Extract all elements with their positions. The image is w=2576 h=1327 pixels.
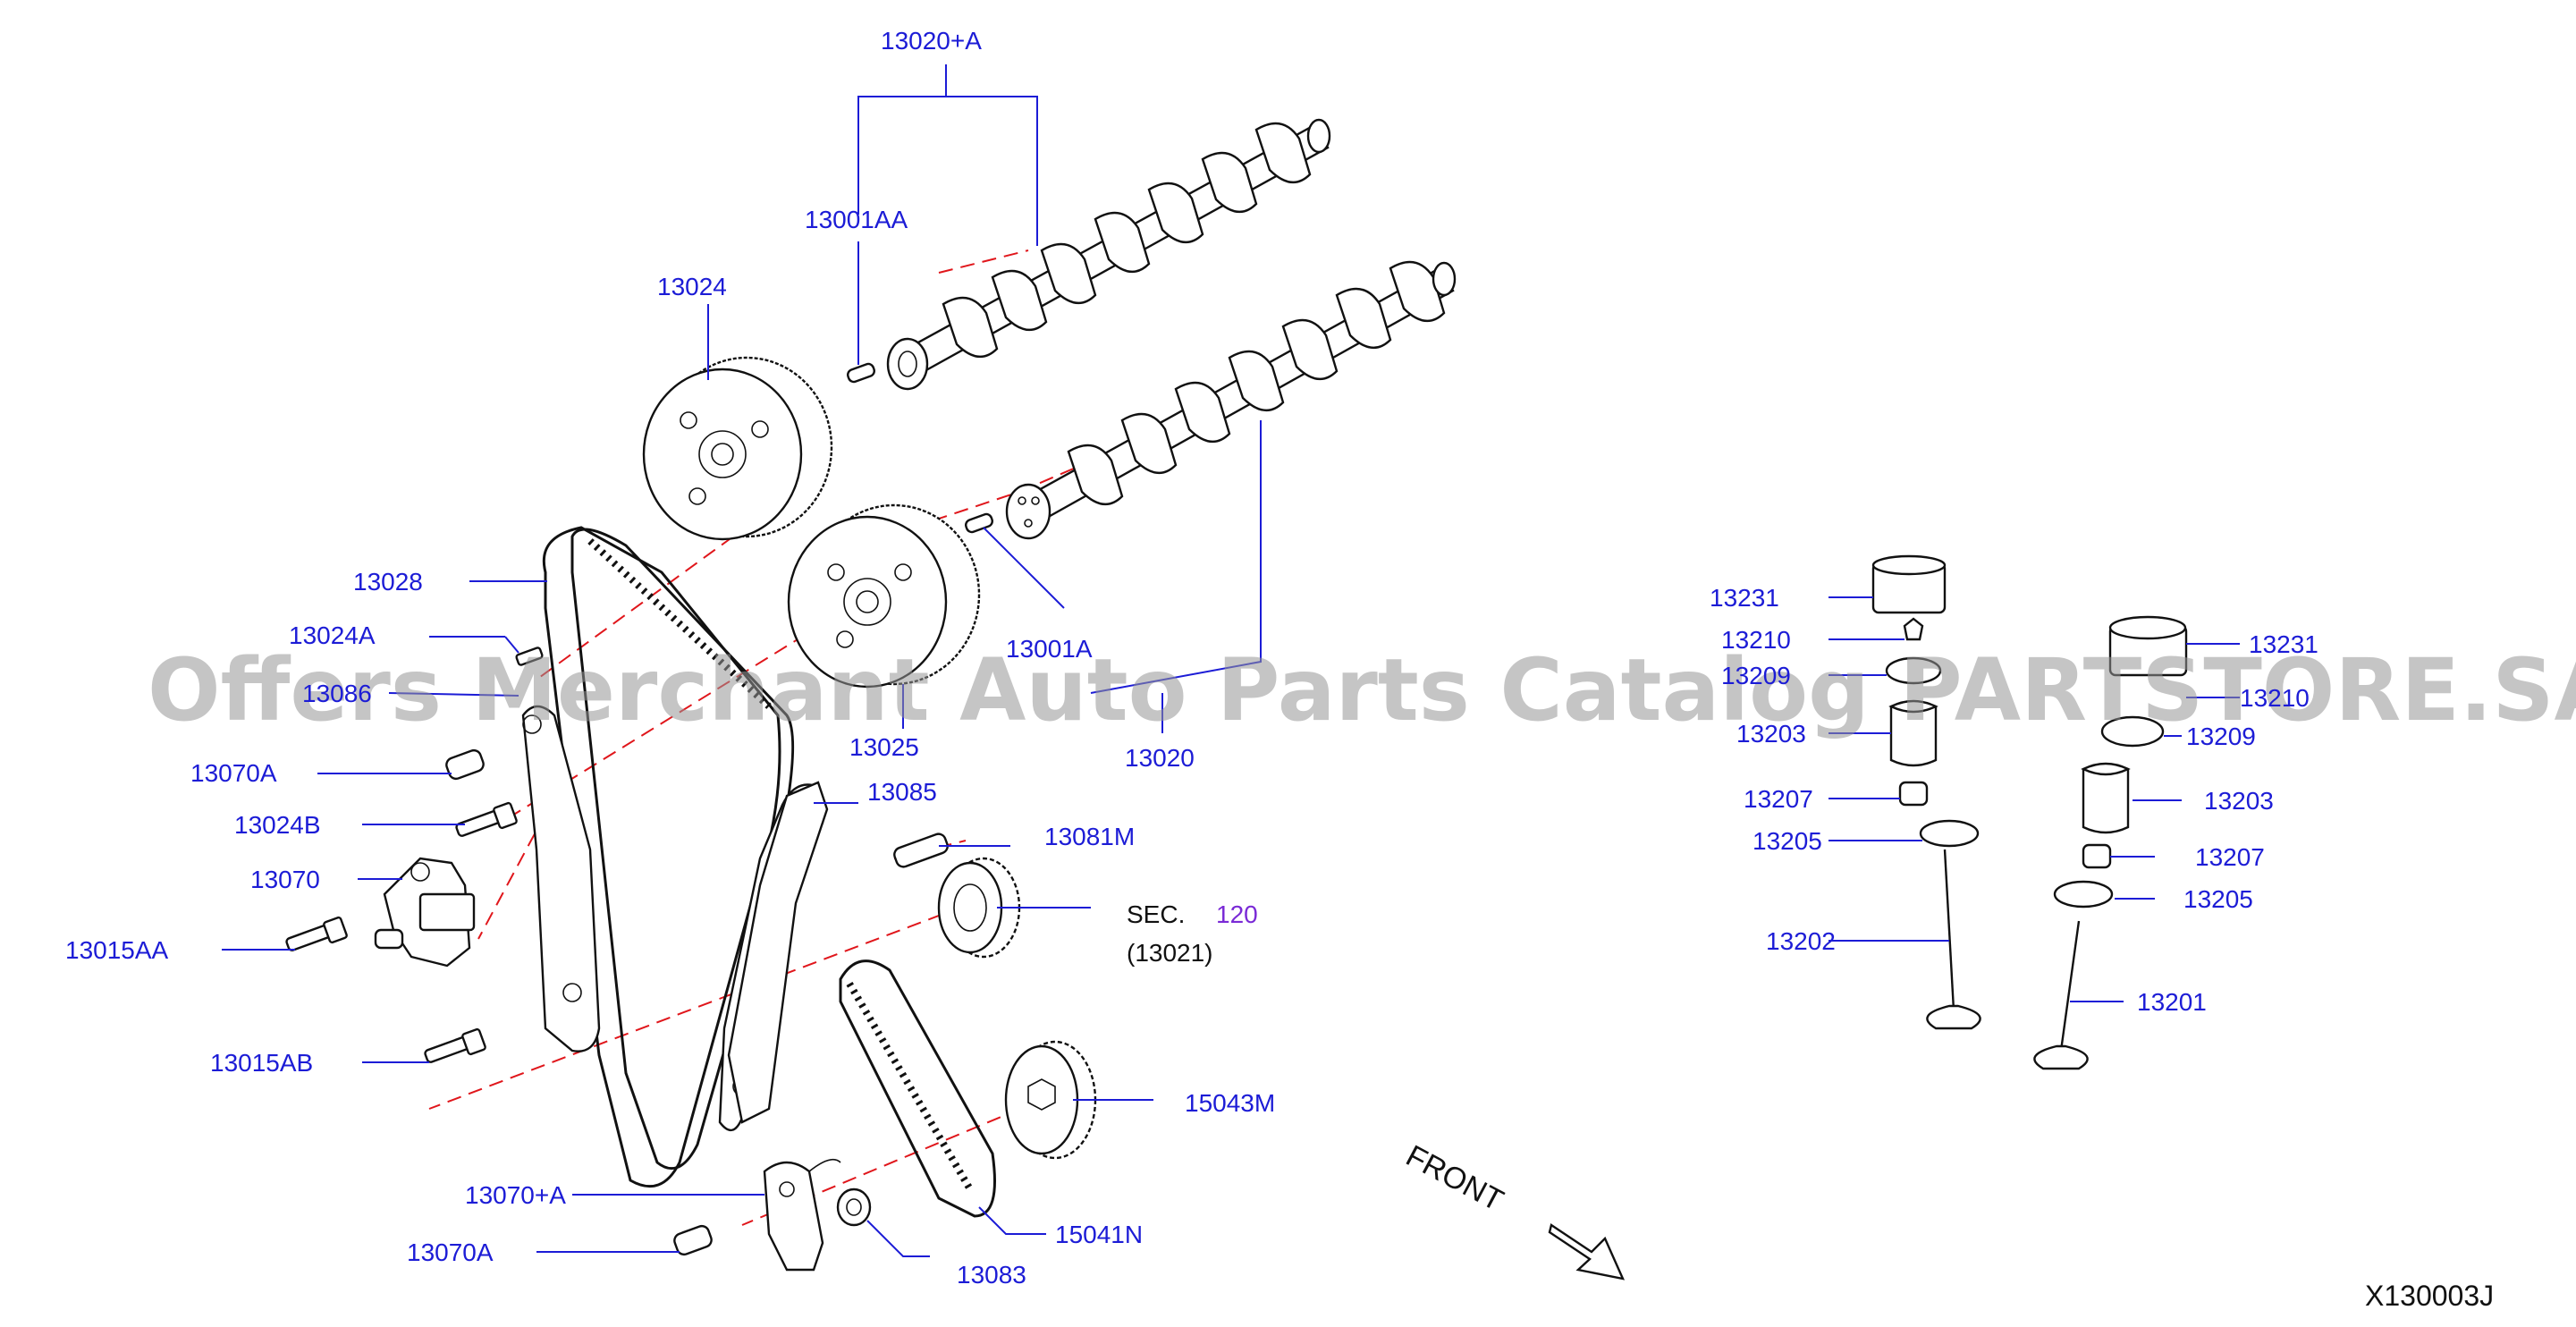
- guide-pin-upper[interactable]: [444, 748, 486, 781]
- label-13020[interactable]: 13020: [1125, 744, 1195, 772]
- oil-pump-tensioner[interactable]: [763, 1158, 841, 1272]
- oil-pump-guide-13085[interactable]: [727, 781, 829, 1124]
- label-13015aa[interactable]: 13015AA: [65, 936, 169, 964]
- label-13210-right[interactable]: 13210: [2240, 684, 2310, 712]
- bolt-13024A[interactable]: [515, 647, 544, 666]
- label-13070[interactable]: 13070: [250, 866, 320, 893]
- label-13024[interactable]: 13024: [657, 273, 727, 300]
- label-13001a[interactable]: 13001A: [1006, 635, 1093, 663]
- bolt-13024B[interactable]: [455, 801, 518, 837]
- label-13024a[interactable]: 13024A: [289, 621, 376, 649]
- label-13086[interactable]: 13086: [302, 680, 372, 707]
- dowel-pin-upper[interactable]: [847, 362, 876, 384]
- label-15041n[interactable]: 15041N: [1055, 1221, 1143, 1248]
- label-13231-right[interactable]: 13231: [2249, 630, 2318, 658]
- label-13207-left[interactable]: 13207: [1744, 785, 1813, 813]
- label-13025[interactable]: 13025: [849, 733, 919, 761]
- label-13070a-upper[interactable]: 13070A: [190, 759, 277, 787]
- spacer-13083[interactable]: [836, 1188, 872, 1227]
- diagram-code: X130003J: [2365, 1280, 2494, 1312]
- label-13209-right[interactable]: 13209: [2186, 723, 2256, 750]
- valve-stack-left[interactable]: [1871, 554, 1981, 1030]
- leader-lines: [222, 64, 2240, 1257]
- label-13201[interactable]: 13201: [2137, 988, 2207, 1016]
- oil-pump-chain[interactable]: [839, 959, 996, 1218]
- pin-13081M[interactable]: [892, 832, 950, 868]
- guide-pin-lower[interactable]: [672, 1224, 714, 1256]
- label-13070-a[interactable]: 13070+A: [465, 1181, 566, 1209]
- section-part: (13021): [1127, 939, 1213, 967]
- valve-stack-right[interactable]: [2033, 615, 2188, 1070]
- label-13070a-lower[interactable]: 13070A: [407, 1238, 494, 1266]
- label-13081m[interactable]: 13081M: [1044, 823, 1135, 850]
- label-13203-right[interactable]: 13203: [2204, 787, 2274, 815]
- sprocket-upper[interactable]: [642, 356, 833, 541]
- label-15043m[interactable]: 15043M: [1185, 1089, 1275, 1117]
- chain-tensioner[interactable]: [374, 857, 476, 968]
- bolt-13015AA[interactable]: [285, 916, 348, 951]
- label-13205-left[interactable]: 13205: [1753, 827, 1822, 855]
- label-13203-left[interactable]: 13203: [1736, 720, 1806, 748]
- front-indicator: FRONT: [1400, 1139, 1626, 1281]
- label-13028[interactable]: 13028: [353, 568, 423, 596]
- front-label: FRONT: [1400, 1139, 1508, 1219]
- part-labels[interactable]: 13020+A 13001AA 13024 13028 13024A 13086…: [65, 27, 2318, 1289]
- camshaft-upper[interactable]: [886, 118, 1331, 391]
- label-13209-left[interactable]: 13209: [1721, 662, 1791, 689]
- label-13202[interactable]: 13202: [1766, 927, 1836, 955]
- label-13210-left[interactable]: 13210: [1721, 626, 1791, 654]
- timing-chain[interactable]: [542, 526, 795, 1188]
- label-13083[interactable]: 13083: [957, 1261, 1026, 1289]
- crank-sprocket[interactable]: [937, 857, 1021, 959]
- label-13207-right[interactable]: 13207: [2195, 843, 2265, 871]
- camshaft-lower[interactable]: [1005, 260, 1457, 540]
- watermark: Offers Merchant Auto Parts Catalog PARTS…: [148, 640, 2576, 740]
- oil-pump-sprocket[interactable]: [1004, 1040, 1097, 1160]
- label-13024b[interactable]: 13024B: [234, 811, 321, 839]
- tension-guide-left[interactable]: [521, 705, 601, 1052]
- label-13205-right[interactable]: 13205: [2183, 885, 2253, 913]
- section-reference[interactable]: SEC. 120 (13021): [1127, 900, 1258, 967]
- label-13001aa[interactable]: 13001AA: [805, 206, 908, 233]
- bolt-13015AB[interactable]: [424, 1027, 486, 1063]
- label-13015ab[interactable]: 13015AB: [210, 1049, 313, 1077]
- dowel-pin-lower[interactable]: [965, 512, 994, 534]
- front-arrow-icon: [1548, 1223, 1626, 1281]
- label-13231-left[interactable]: 13231: [1710, 584, 1779, 612]
- label-13020-a[interactable]: 13020+A: [881, 27, 982, 55]
- section-prefix: SEC.: [1127, 900, 1185, 928]
- section-number-link[interactable]: 120: [1216, 900, 1258, 928]
- sprocket-lower[interactable]: [787, 503, 981, 689]
- label-13085[interactable]: 13085: [867, 778, 937, 806]
